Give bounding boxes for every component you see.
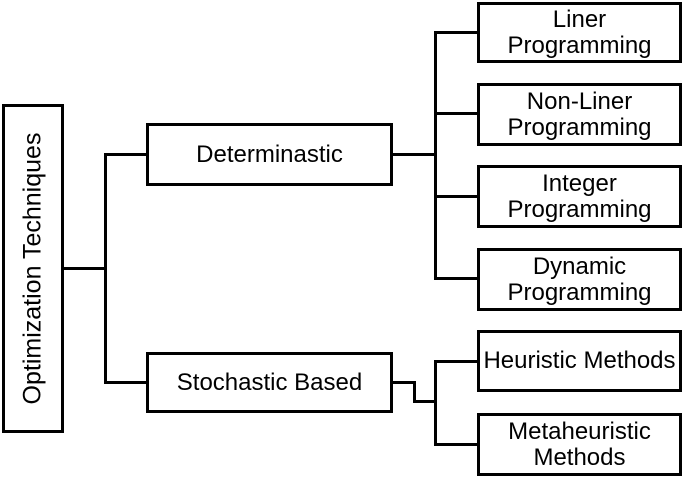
connector-trunk-vertical: [104, 153, 107, 384]
connector-stochastic-stub: [393, 381, 416, 384]
node-deterministic: Determinastic: [146, 123, 393, 186]
connector-stochastic-step-vertical: [413, 381, 416, 403]
node-heuristic-methods: Heuristic Methods: [477, 330, 682, 392]
connector-deterministic-stub: [393, 153, 434, 156]
connector-root-stub: [64, 267, 107, 270]
connector-to-heuristic-methods: [434, 360, 477, 363]
node-dynamic-programming-label: Dynamic Programming: [507, 252, 652, 306]
node-nonlinear-programming-label: Non-Liner Programming: [507, 87, 652, 141]
connector-deterministic-spine: [434, 31, 437, 280]
node-stochastic-based: Stochastic Based: [146, 352, 393, 413]
node-linear-programming-label: Liner Programming: [507, 5, 652, 59]
node-linear-programming: Liner Programming: [477, 2, 682, 63]
connector-to-metaheuristic-methods: [434, 443, 477, 446]
connector-to-nonlinear-programming: [434, 112, 477, 115]
node-stochastic-based-label: Stochastic Based: [176, 368, 363, 396]
node-nonlinear-programming: Non-Liner Programming: [477, 83, 682, 146]
connector-to-integer-programming: [434, 195, 477, 198]
node-heuristic-methods-label: Heuristic Methods: [483, 347, 676, 375]
connector-trunk-to-stochastic: [104, 381, 146, 384]
node-optimization-techniques-label: Optimization Techniques: [18, 132, 47, 405]
node-deterministic-label: Determinastic: [196, 140, 343, 168]
connector-trunk-to-deterministic: [104, 153, 146, 156]
node-dynamic-programming: Dynamic Programming: [477, 248, 682, 311]
connector-stochastic-step-horizontal: [413, 400, 437, 403]
node-optimization-techniques: Optimization Techniques: [2, 104, 64, 433]
node-integer-programming-label: Integer Programming: [507, 169, 652, 223]
connector-stochastic-spine: [434, 360, 437, 446]
connector-to-linear-programming: [434, 31, 477, 34]
node-metaheuristic-methods-label: Metaheuristic Methods: [508, 417, 651, 471]
node-integer-programming: Integer Programming: [477, 165, 682, 228]
connector-to-dynamic-programming: [434, 277, 477, 280]
node-metaheuristic-methods: Metaheuristic Methods: [477, 413, 682, 476]
